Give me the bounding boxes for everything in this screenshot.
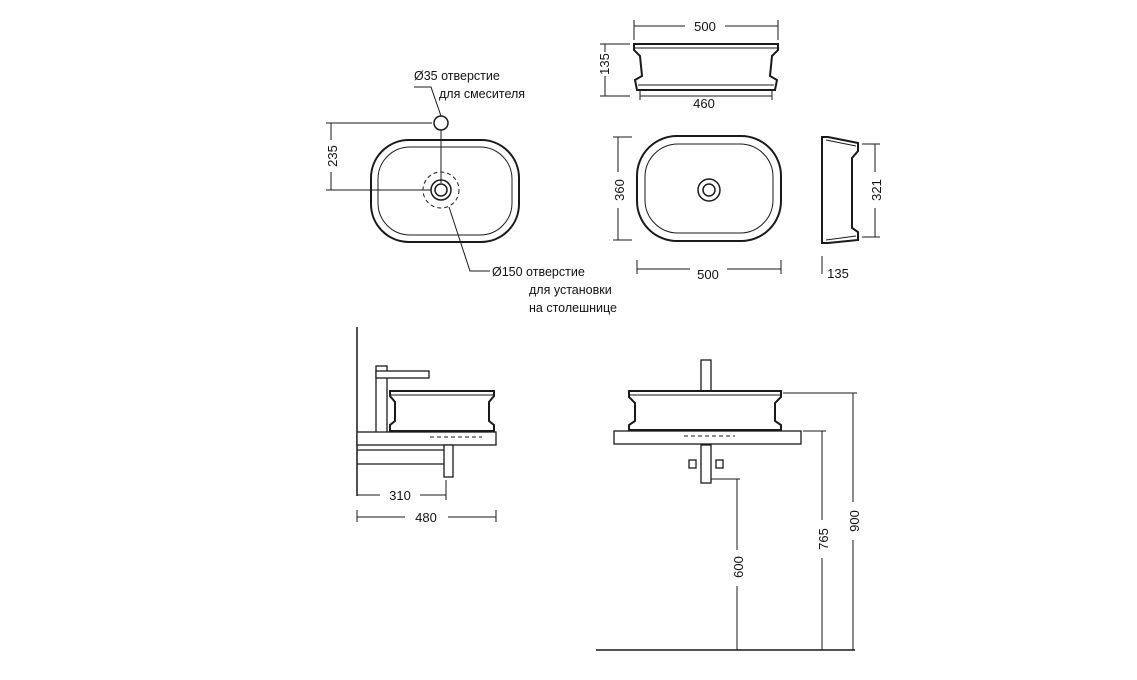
installation-front-elevation: 600 765 900: [596, 359, 862, 651]
front-basin-body: [633, 43, 779, 91]
dim-135-side-label: 135: [827, 266, 849, 281]
dim-321-label: 321: [869, 179, 884, 201]
countertop-side: [356, 431, 497, 446]
drain-inner: [434, 183, 448, 197]
dim-135-front-label: 135: [597, 53, 612, 75]
dim-480-label: 480: [415, 510, 437, 525]
dim-460-label: 460: [693, 96, 715, 111]
counter-hole-label-line3: на столешнице: [529, 301, 617, 315]
dim-310-label: 310: [389, 488, 411, 503]
front-install-basin: [628, 390, 782, 431]
tap-hole-circle: [433, 115, 449, 131]
dim-900-label: 900: [847, 510, 862, 532]
top-basin-inner: [644, 143, 774, 234]
trap-nut-right: [715, 459, 724, 469]
waste-pipe-side: [443, 444, 454, 478]
plan-view: 235 Ø35 отверстие для смесителя Ø150 отв…: [325, 69, 617, 315]
countertop-front: [613, 430, 802, 445]
counter-hole-label-line2: для установки: [529, 283, 612, 297]
top-drain-outer: [697, 178, 721, 202]
front-tap-body: [700, 359, 712, 393]
side-basin-body: [821, 136, 859, 244]
top-basin-outer: [636, 135, 782, 242]
dim-765-label: 765: [816, 528, 831, 550]
tap-hole-label-line1: Ø35 отверстие: [414, 69, 500, 83]
dim-360-label: 360: [612, 179, 627, 201]
front-elevation: 500 135 460: [597, 19, 779, 111]
top-view: 360 500: [612, 135, 782, 282]
trap-pipe: [700, 444, 712, 484]
trap-nut-left: [688, 459, 697, 469]
plan-basin-outer: [370, 139, 520, 243]
dim-500-top-label: 500: [694, 19, 716, 34]
installation-side-section: 310 480: [356, 327, 497, 525]
tap-leader: [414, 86, 442, 117]
counter-leader: [448, 206, 490, 272]
top-drain-inner: [702, 183, 716, 197]
side-rim-line: [825, 139, 857, 147]
tap-hole-label-line2: для смесителя: [439, 87, 525, 101]
dim-500-mid-label: 500: [697, 267, 719, 282]
side-foot-line: [825, 235, 857, 241]
dim-600-label: 600: [731, 556, 746, 578]
tap-spout: [375, 370, 430, 379]
dim-235-label: 235: [325, 145, 340, 167]
counter-hole-label-line1: Ø150 отверстие: [492, 265, 585, 279]
plan-basin-inner: [377, 146, 513, 236]
section-basin: [389, 390, 495, 432]
side-view: 321 135: [821, 136, 884, 281]
